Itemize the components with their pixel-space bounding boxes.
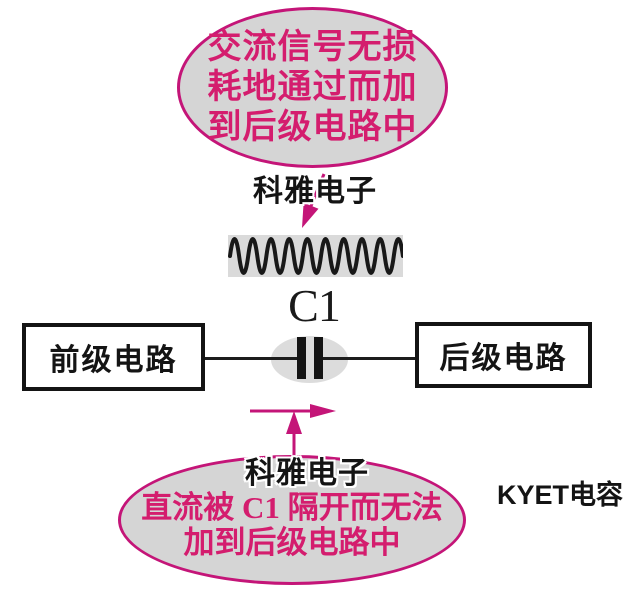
top-callout-line-2: 耗地通过而加 — [207, 68, 418, 106]
top-callout-line-3: 到后级电路中 — [207, 108, 418, 146]
sine-wave-icon — [228, 237, 405, 275]
watermark-top: 科雅电子 — [253, 175, 377, 208]
up-arrow-icon — [286, 411, 302, 458]
wire-left — [203, 357, 298, 360]
top-callout-bubble: 交流信号无损 耗地通过而加 到后级电路中 — [177, 7, 448, 168]
next-stage-label: 后级电路 — [439, 342, 568, 375]
capacitor-label: C1 — [288, 280, 341, 331]
previous-stage-label: 前级电路 — [49, 344, 178, 377]
ac-waveform — [228, 235, 405, 277]
down-arrow-icon — [302, 173, 326, 228]
bottom-callout-line-2: 加到后级电路中 — [183, 525, 401, 560]
next-stage-box: 后级电路 — [415, 322, 592, 388]
right-arrow-icon — [250, 404, 336, 418]
bottom-callout-bubble: 直流被 C1 隔开而无法 加到后级电路中 — [118, 455, 466, 585]
capacitor-plate-right — [314, 337, 323, 379]
brand-label: KYET电容 — [497, 480, 624, 510]
watermark-bottom: 科雅电子 — [245, 457, 369, 490]
previous-stage-box: 前级电路 — [22, 323, 205, 391]
capacitor-plate-left — [297, 337, 306, 379]
wire-right — [322, 357, 416, 360]
bottom-callout-line-1: 直流被 C1 隔开而无法 — [141, 490, 443, 525]
top-callout-line-1: 交流信号无损 — [207, 28, 418, 66]
